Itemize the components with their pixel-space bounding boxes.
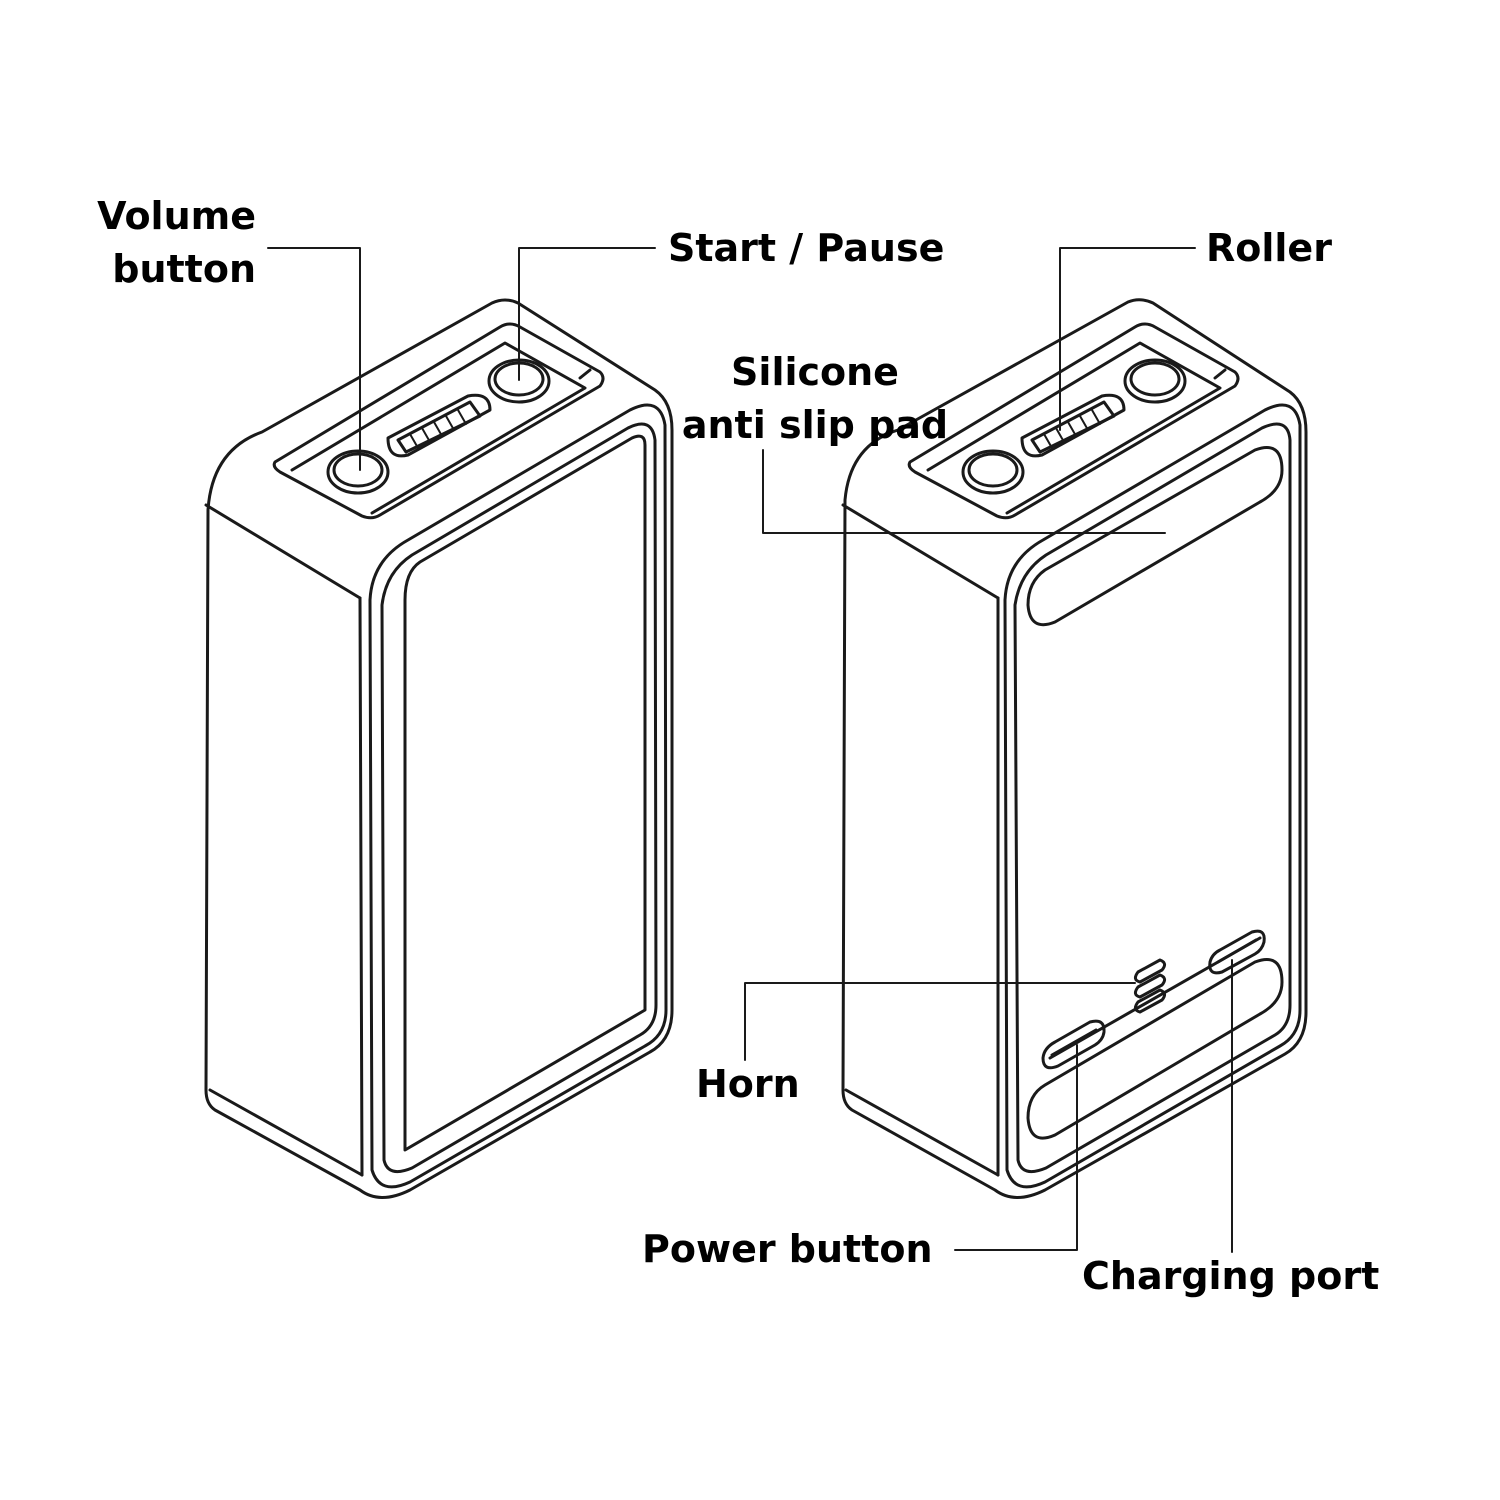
silicone-pad-label: Silicone anti slip pad [660,346,970,452]
charging-port-label: Charging port [1082,1254,1380,1298]
right-roller-ridges [1043,409,1101,449]
left-device-top-recess [290,341,587,515]
horn-slot-3 [1133,988,1167,1014]
volume-button-label: Volume button [60,190,256,296]
left-device-side-bottom-line [208,1088,364,1177]
left-top-notch [578,368,592,380]
leader-roller [1059,247,1196,431]
right-volume-button [961,449,1025,495]
left-roller-housing [386,393,492,458]
right-volume-button-inner [967,452,1019,488]
right-silicone-pad-top [1026,446,1284,627]
left-device-front-frame-outer [368,403,668,1189]
left-device-top-panel [272,322,605,520]
left-device-side-line [204,503,362,600]
charging-port [1208,929,1266,975]
right-device-side-bottom-line [844,1088,1000,1177]
silicone-pad-label-line2: anti slip pad [681,403,949,447]
right-roller [1030,400,1116,454]
right-device-front-frame-inner [1013,422,1292,1174]
right-device-side-line [841,503,1000,600]
leader-volume-button [267,247,361,471]
horn-label: Horn [696,1062,800,1106]
right-device-front-frame-outer [1003,403,1302,1189]
horn-slot-1 [1133,958,1167,984]
leader-start-pause [518,247,656,381]
left-device [204,298,674,1199]
left-device-body [204,298,674,1199]
left-roller [396,400,482,454]
right-front-divider [1048,936,1262,1060]
leader-lines [267,247,1233,1253]
horn-slot-2 [1133,973,1167,999]
left-device-front-frame-inner [380,422,658,1174]
left-device-front-panel [403,434,647,1152]
right-power-button [1041,1019,1106,1070]
start-pause-label: Start / Pause [668,226,945,270]
left-device-corner-line [358,596,364,1177]
roller-label: Roller [1206,226,1332,270]
right-device-body [841,298,1308,1199]
right-roller-housing [1020,393,1126,458]
right-start-pause-button [1123,358,1187,404]
right-device-top-panel [907,322,1240,520]
right-top-notch [1213,368,1227,380]
volume-button-label-line2: button [112,247,256,291]
right-silicone-pad-bottom [1026,958,1284,1140]
silicone-pad-label-line1: Silicone [731,350,899,394]
left-roller-ridges [409,409,467,449]
volume-button-label-line1: Volume [97,194,256,238]
leader-silicone-pad [762,449,1166,534]
right-power-button-inner [1050,1028,1098,1057]
leader-power-button [954,1044,1078,1251]
right-start-pause-button-inner [1129,361,1181,397]
right-device [841,298,1308,1199]
right-device-top-recess [926,341,1222,515]
left-volume-button-inner [332,452,384,488]
leader-horn [744,982,1136,1061]
power-button-label: Power button [642,1227,933,1271]
left-volume-button [326,449,390,495]
